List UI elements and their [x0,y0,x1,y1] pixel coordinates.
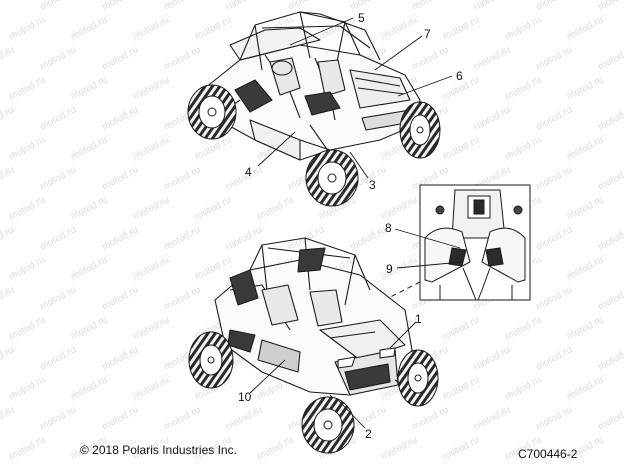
callout-leaders [249,17,463,429]
callout-4: 4 [245,165,252,179]
wheels-front-view [188,331,439,454]
callout-5: 5 [358,11,365,25]
vehicle-rear-view [204,11,421,166]
callout-8: 8 [385,221,392,235]
callout-2: 2 [365,427,372,441]
detail-inset [419,184,531,301]
copyright-notice: © 2018 Polaris Industries Inc. [80,443,237,457]
wheels-rear-view [187,84,441,207]
vehicle-front-view [214,237,416,411]
figure-code: C700446-2 [518,447,578,461]
callout-3: 3 [369,178,376,192]
callout-10: 10 [238,390,252,404]
callout-9: 9 [386,262,393,276]
callout-6: 6 [456,69,463,83]
callout-7: 7 [424,27,431,41]
callout-1: 1 [415,312,422,326]
